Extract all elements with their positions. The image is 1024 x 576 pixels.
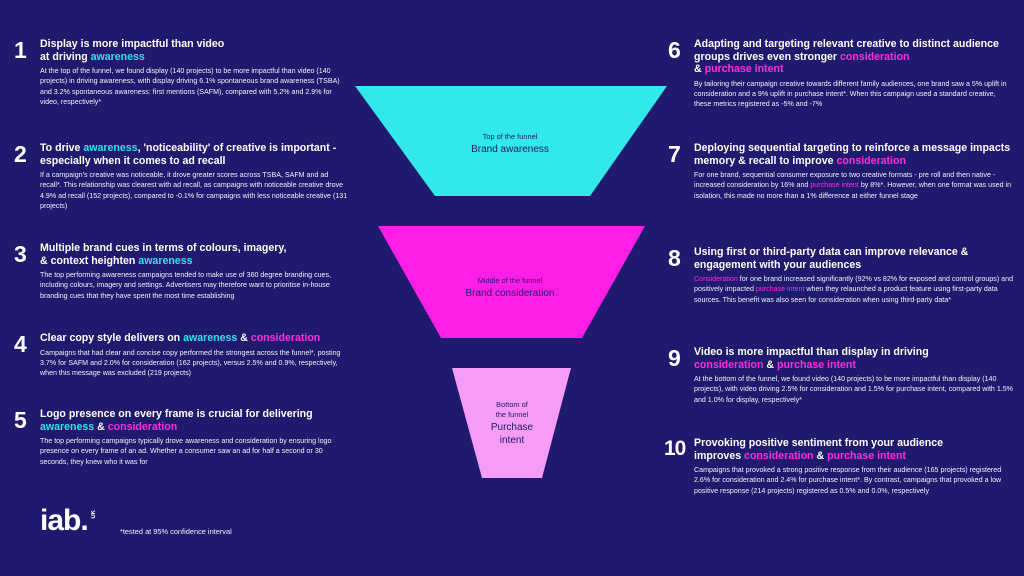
insight-heading: Logo presence on every frame is crucial … bbox=[40, 408, 313, 433]
insight-body: The top performing campaigns typically d… bbox=[40, 437, 332, 466]
insight-body: Consideration for one brand increased si… bbox=[694, 275, 1014, 304]
insight-number: 3 bbox=[14, 241, 27, 267]
insight-heading: Adapting and targeting relevant creative… bbox=[694, 38, 999, 75]
insight-number: 1 bbox=[14, 37, 27, 63]
funnel-bottom-caption-2: the funnel bbox=[495, 410, 529, 419]
insight-heading: Video is more impactful than display in … bbox=[694, 346, 929, 371]
funnel-middle-caption: Middle of the funnel bbox=[477, 276, 543, 285]
insight-body: The top performing awareness campaigns t… bbox=[40, 271, 332, 300]
insight-item: 3 Multiple brand cues in terms of colour… bbox=[14, 242, 350, 301]
insight-body: If a campaign's creative was noticeable,… bbox=[40, 171, 348, 211]
insight-heading: Multiple brand cues in terms of colours,… bbox=[40, 242, 287, 267]
insight-number: 9 bbox=[668, 345, 681, 371]
insight-body: Campaigns that had clear and concise cop… bbox=[40, 348, 341, 378]
insight-number: 2 bbox=[14, 141, 27, 167]
funnel-bottom-label: Bottom of the funnel Purchase intent bbox=[462, 400, 562, 447]
insight-item: 5 Logo presence on every frame is crucia… bbox=[14, 408, 350, 467]
insight-heading: Provoking positive sentiment from your a… bbox=[694, 437, 944, 462]
insight-item: 1 Display is more impactful than video a… bbox=[14, 38, 350, 108]
insight-number: 6 bbox=[668, 37, 681, 63]
funnel-middle-label: Middle of the funnel Brand consideration bbox=[430, 276, 590, 300]
iab-logo: iab. bbox=[40, 504, 89, 537]
insight-body: At the top of the funnel, we found displ… bbox=[40, 67, 340, 107]
insight-number: 5 bbox=[14, 407, 27, 433]
insight-item: 4 Clear copy style delivers on awareness… bbox=[14, 332, 350, 379]
insight-item: 8 Using first or third-party data can im… bbox=[668, 246, 1014, 305]
insight-item: 2 To drive awareness, 'noticeability' of… bbox=[14, 142, 350, 212]
insight-heading: Using first or third-party data can impr… bbox=[694, 246, 969, 271]
insight-body: By tailoring their campaign creative tow… bbox=[694, 79, 1007, 109]
insight-item: 6 Adapting and targeting relevant creati… bbox=[668, 38, 1014, 110]
funnel-middle-title: Brand consideration bbox=[465, 288, 555, 299]
insight-number: 10 bbox=[664, 437, 686, 460]
iab-logo-region: UK bbox=[91, 510, 97, 519]
footnote: *tested at 95% confidence interval bbox=[120, 527, 232, 536]
insight-body: At the bottom of the funnel, we found vi… bbox=[694, 375, 1013, 404]
insight-body: For one brand, sequential consumer expos… bbox=[694, 171, 1012, 200]
funnel-top-label: Top of the funnel Brand awareness bbox=[430, 132, 590, 156]
insight-heading: To drive awareness, 'noticeability' of c… bbox=[40, 142, 337, 167]
funnel-bottom-title-1: Purchase bbox=[490, 422, 534, 433]
insight-heading: Clear copy style delivers on awareness &… bbox=[40, 332, 321, 344]
funnel-top-title: Brand awareness bbox=[471, 144, 549, 155]
insight-number: 4 bbox=[14, 331, 27, 357]
funnel-top-caption: Top of the funnel bbox=[482, 132, 538, 141]
insight-heading: Display is more impactful than video at … bbox=[40, 38, 225, 63]
insight-body: Campaigns that provoked a strong positiv… bbox=[694, 466, 1002, 495]
insight-item: 10 Provoking positive sentiment from you… bbox=[664, 437, 1014, 496]
insight-item: 7 Deploying sequential targeting to rein… bbox=[668, 142, 1014, 201]
funnel-bottom-title-2: intent bbox=[499, 435, 525, 446]
insight-number: 8 bbox=[668, 245, 681, 271]
insight-heading: Deploying sequential targeting to reinfo… bbox=[694, 142, 1011, 167]
funnel-bottom-caption-1: Bottom of bbox=[496, 400, 528, 409]
insight-item: 9 Video is more impactful than display i… bbox=[668, 346, 1014, 405]
insight-number: 7 bbox=[668, 141, 681, 167]
